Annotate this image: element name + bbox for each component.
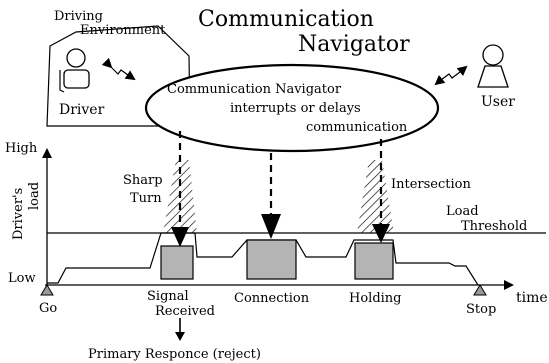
driver-label: Driver xyxy=(59,102,105,118)
y-axis-label-line-2: load xyxy=(27,182,42,210)
holding-block xyxy=(354,242,394,280)
connection-label: Connection xyxy=(234,291,310,306)
sharp-turn-label-2: Turn xyxy=(130,191,162,206)
bubble-line-2: interrupts or delays xyxy=(230,101,361,116)
bubble-line-3: communication xyxy=(306,120,408,135)
primary-response-arrow xyxy=(175,318,185,341)
dashed-arrow-connection xyxy=(261,153,281,239)
environment-label-1: Driving xyxy=(54,9,103,24)
signal-zigzag-driver xyxy=(101,57,136,81)
title-line-2: Navigator xyxy=(298,32,410,57)
user-icon xyxy=(477,44,509,88)
signal-label-1: Signal xyxy=(147,289,189,304)
connection-block xyxy=(246,239,297,280)
go-label: Go xyxy=(39,301,57,316)
intersection-label: Intersection xyxy=(391,177,471,192)
navigator-bubble xyxy=(144,63,440,153)
stop-marker xyxy=(473,284,487,296)
threshold-label-1: Load xyxy=(446,204,479,219)
stop-label: Stop xyxy=(466,302,496,317)
driver-icon xyxy=(59,48,90,93)
dashed-arrow-signal xyxy=(171,131,189,247)
x-axis-label: time xyxy=(516,290,548,306)
y-axis-label-line-1: Driver's xyxy=(11,188,26,240)
signal-received-block xyxy=(160,245,194,280)
environment-label-2: Environment xyxy=(80,23,166,38)
go-marker xyxy=(40,284,54,296)
threshold-label-2: Threshold xyxy=(461,219,527,234)
y-axis-high: High xyxy=(5,141,38,156)
user-label: User xyxy=(481,94,515,110)
bubble-line-1: Communication Navigator xyxy=(167,82,342,97)
primary-response-label: Primary Responce (reject) xyxy=(88,347,261,362)
dashed-arrow-holding xyxy=(372,139,390,243)
y-axis-low: Low xyxy=(8,271,36,286)
title-line-1: Communication xyxy=(198,7,374,32)
signal-label-2: Received xyxy=(155,304,215,319)
signal-zigzag-user xyxy=(434,65,468,86)
holding-label: Holding xyxy=(349,291,402,306)
intersection-hatch xyxy=(357,160,394,233)
sharp-turn-label-1: Sharp xyxy=(123,173,163,188)
